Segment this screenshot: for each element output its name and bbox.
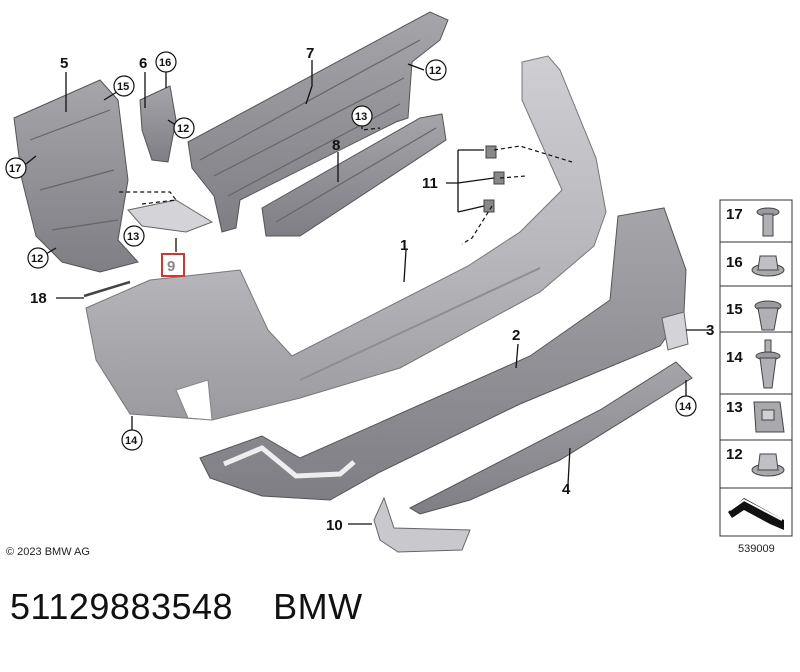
part-4-strip <box>408 361 693 515</box>
label-part-10: 10 <box>326 517 343 534</box>
flange-nut-icon <box>751 255 785 277</box>
label-part-3: 3 <box>706 322 714 339</box>
callout-13-carrier: 13 <box>351 105 373 127</box>
label-part-9-box: 9 <box>161 253 185 277</box>
callout-15: 15 <box>113 75 135 97</box>
callout-16: 16 <box>155 51 177 73</box>
brand-name: BMW <box>273 586 363 627</box>
part-1-bumper-trim <box>85 55 607 421</box>
svg-text:12: 12 <box>31 253 43 265</box>
copyright: © 2023 BMW AG <box>6 546 90 558</box>
label-part-18: 18 <box>30 290 47 307</box>
label-part-2: 2 <box>512 327 520 344</box>
svg-text:14: 14 <box>125 435 138 447</box>
part-18-seal <box>83 280 131 298</box>
svg-text:12: 12 <box>177 123 189 135</box>
part-number: 51129883548 <box>10 586 234 627</box>
label-part-7: 7 <box>306 45 314 62</box>
part-2-diffuser <box>199 207 687 501</box>
svg-text:15: 15 <box>117 81 129 93</box>
label-part-4: 4 <box>562 481 571 498</box>
legend-label-14: 14 <box>726 349 743 366</box>
svg-text:16: 16 <box>159 57 171 69</box>
label-part-8: 8 <box>332 137 340 154</box>
part-8-support <box>261 113 447 237</box>
legend-label-17: 17 <box>726 206 743 223</box>
part-10-trim <box>373 496 471 553</box>
label-part-5: 5 <box>60 55 68 72</box>
legend-label-12: 12 <box>726 446 743 463</box>
leader-lines <box>25 60 710 525</box>
part-caption: 51129883548 BMW <box>10 586 363 628</box>
svg-text:13: 13 <box>127 231 139 243</box>
part-7-carrier <box>187 11 449 233</box>
legend-label-15: 15 <box>726 301 743 318</box>
svg-text:14: 14 <box>679 401 692 413</box>
callout-12-top: 12 <box>173 117 195 139</box>
callout-14-right: 14 <box>675 395 697 417</box>
legend-label-16: 16 <box>726 254 743 271</box>
push-rivet-icon <box>755 339 781 389</box>
svg-text:12: 12 <box>429 65 441 77</box>
callout-12-left: 12 <box>27 247 49 269</box>
svg-text:17: 17 <box>9 163 21 175</box>
svg-text:13: 13 <box>355 111 367 123</box>
callout-14-left: 14 <box>121 429 143 451</box>
label-part-11: 11 <box>422 175 438 192</box>
image-number: 539009 <box>738 543 775 555</box>
expansion-rivet-icon <box>754 300 782 331</box>
label-part-9: 9 <box>167 258 175 275</box>
part-3-cover <box>661 311 689 351</box>
label-part-6: 6 <box>139 55 147 72</box>
callout-17: 17 <box>5 157 27 179</box>
callout-12-carrier: 12 <box>425 59 447 81</box>
clip-nut-icon <box>753 401 785 433</box>
bolt-icon <box>756 207 780 237</box>
fastener-legend: 17 16 15 14 13 12 <box>719 199 793 555</box>
callout-13-left: 13 <box>123 225 145 247</box>
bracket-icon <box>728 498 784 530</box>
legend-label-13: 13 <box>726 399 743 416</box>
part-5-bracket <box>13 79 139 273</box>
hex-nut-icon <box>751 453 785 477</box>
part-9-cover <box>127 199 214 233</box>
label-part-1: 1 <box>400 237 408 254</box>
part-6-bracket <box>139 85 177 163</box>
